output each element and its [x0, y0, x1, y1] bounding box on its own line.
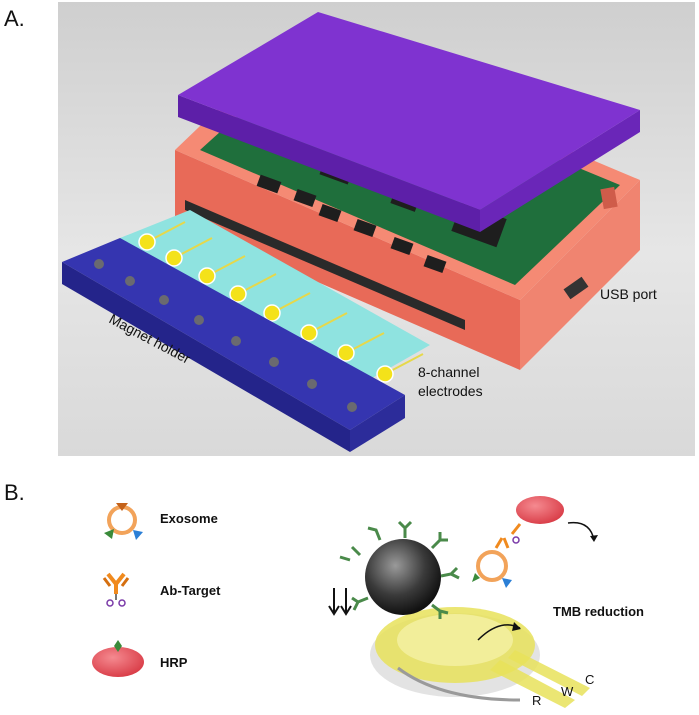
electrodes-label-line1: 8-channel [418, 364, 480, 380]
panel-b-letter: B. [4, 480, 25, 505]
electrode-pad [300, 312, 348, 342]
bound-hrp [510, 496, 598, 542]
legend-ab-target-label: Ab-Target [160, 583, 221, 598]
electrode-pad [165, 237, 213, 267]
electrode-label-r: R [532, 693, 541, 708]
electrode-pads [138, 221, 424, 383]
legend-hrp-label: HRP [160, 655, 188, 670]
electrode-pad [138, 221, 186, 251]
connector-row [185, 200, 465, 330]
panel-a-letter: A. [4, 6, 25, 31]
electrode-pad [229, 273, 277, 303]
device-lid [178, 12, 640, 232]
legend-ab-target-icon [102, 572, 130, 607]
electrode-pad [198, 255, 246, 285]
magnet-holder [62, 238, 405, 452]
legend-hrp-icon [92, 640, 144, 677]
legend-exosome-icon [104, 503, 143, 540]
usb-port-label: USB port [600, 286, 657, 302]
captured-exosome [472, 536, 520, 588]
electrode-pad [376, 353, 424, 383]
magnetic-bead [339, 520, 460, 619]
electrode-pad [263, 292, 311, 322]
usb-port [563, 276, 589, 300]
electrode-label-c: C [585, 672, 594, 687]
electrodes-label-line2: electrodes [418, 383, 483, 399]
tmb-reduction-label: TMB reduction [553, 604, 644, 619]
magnets [94, 259, 357, 412]
magnet-pull-arrows [328, 588, 352, 616]
tmb-reduction-arrow [477, 622, 521, 641]
legend-exosome-label: Exosome [160, 511, 218, 526]
sensor-electrode [370, 607, 590, 708]
electrode-pad [337, 332, 385, 362]
electrode-label-w: W [561, 684, 574, 699]
